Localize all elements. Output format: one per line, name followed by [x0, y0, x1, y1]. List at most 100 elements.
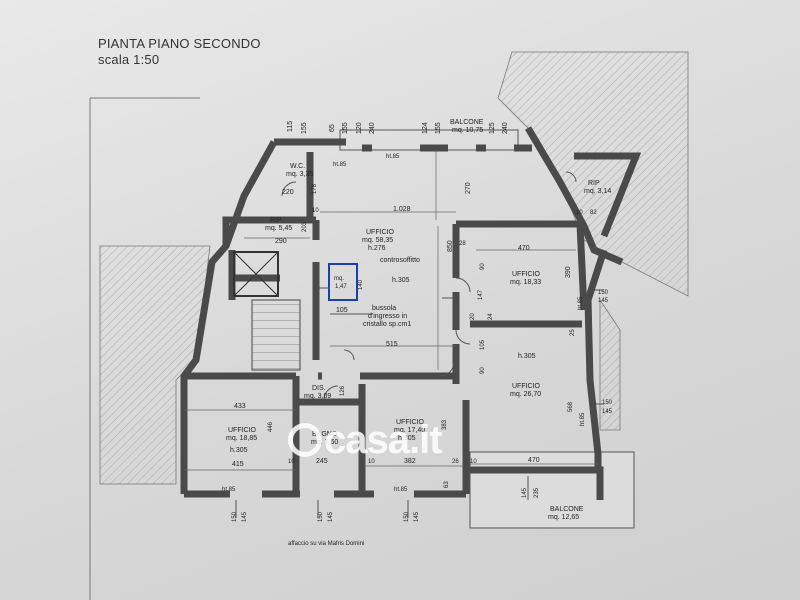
balcone-top-name: BALCONE [450, 119, 484, 126]
dim-850: 850 [447, 240, 454, 252]
dim-top-155a: 155 [301, 122, 308, 134]
bussola-line2: d'ingresso in [368, 313, 407, 320]
dim-470-bottom: 470 [528, 457, 540, 464]
dim-145-r2: 145 [602, 409, 613, 415]
dim-178: 178 [312, 183, 318, 194]
ufficio-center-height: h.305 [398, 435, 416, 442]
dim-25: 25 [570, 329, 576, 336]
casa-watermark: casa.it [288, 418, 443, 463]
dim-383: 383 [442, 419, 448, 430]
dim-top-125: 125 [489, 122, 496, 134]
ufficio-left-name: UFFICIO [228, 427, 257, 434]
dim-top-115: 115 [287, 121, 294, 132]
ht85-right: ht.85 [578, 296, 584, 310]
ht85-right2: ht.85 [580, 412, 586, 426]
dim-90a: 90 [480, 263, 486, 270]
dim-top-240a: 240 [369, 122, 376, 134]
bussola-line1: bussola [372, 305, 396, 312]
dim-1028: 1.028 [393, 206, 411, 213]
ufficio-rm-name: UFFICIO [512, 383, 541, 390]
plan-title: PIANTA PIANO SECONDO [98, 36, 261, 51]
ufficio-left-height: h.305 [230, 447, 248, 454]
dim-top-155c: 155 [435, 122, 442, 134]
dim-415: 415 [232, 461, 244, 468]
h305-right: h.305 [518, 353, 536, 360]
dim-203: 203 [302, 221, 308, 232]
ufficio-main-height: h.276 [368, 245, 386, 252]
dim-10e: 10 [576, 210, 583, 216]
dim-105: 105 [336, 307, 348, 314]
wc-area: mq. 3,35 [286, 171, 313, 178]
ht85-b: ht.85 [386, 154, 400, 160]
mq-small-name: mq. [334, 276, 344, 282]
balcone-bottom-name: BALCONE [550, 506, 584, 513]
balcone-bottom-area: mq. 12,65 [548, 514, 579, 521]
dis-name: DIS. [312, 385, 326, 392]
dim-bottom-150b: 150 [318, 511, 324, 522]
dim-382: 382 [404, 458, 416, 465]
balcone-top-area: mq. 10,75 [452, 127, 483, 134]
wc-name: W.C. [290, 163, 305, 170]
dim-24: 24 [488, 313, 494, 320]
dim-top-155b: 155 [342, 122, 349, 134]
footer-note: affaccio su via Mafris Domini [288, 541, 364, 547]
dim-235-bb: 235 [534, 487, 540, 498]
dim-515: 515 [386, 341, 398, 348]
dim-390: 390 [565, 266, 572, 278]
bagno-name: BAGNO [312, 431, 338, 438]
dim-150-r1: 150 [598, 290, 609, 296]
dim-433: 433 [234, 403, 246, 410]
ufficio-main-area: mq. 58,35 [362, 237, 393, 244]
stair-core [233, 251, 279, 297]
dim-10d: 10 [470, 459, 477, 465]
hatched-neighbour-right [599, 298, 621, 431]
dim-147: 147 [478, 289, 484, 300]
window-markers [235, 289, 604, 518]
ufficio-center-area: mq. 17,40 [394, 427, 425, 434]
walls [180, 126, 642, 500]
rip-right-area: mq. 3,14 [584, 188, 611, 195]
dim-220: 220 [282, 189, 294, 196]
ufficio-rm-area: mq. 26,70 [510, 391, 541, 398]
bussola-line3: cristallo sp.cm1 [363, 321, 411, 328]
dim-28: 28 [459, 241, 466, 247]
dim-bottom-150c: 150 [404, 511, 410, 522]
closet-highlight [328, 263, 358, 301]
dim-82: 82 [590, 210, 597, 216]
dim-bottom-145c: 145 [414, 511, 420, 522]
dim-top-65: 65 [329, 124, 336, 132]
balcony-bottom-outline [469, 451, 635, 529]
controsoffitto-label: controsoffitto [380, 257, 420, 264]
hatched-neighbour-left [99, 245, 211, 485]
dim-470-top: 470 [518, 245, 530, 252]
ufficio-center-name: UFFICIO [396, 419, 425, 426]
ht85-left: ht.85 [222, 487, 236, 493]
dim-top-124: 124 [422, 122, 429, 134]
dis-area: mq. 3,09 [304, 393, 331, 400]
dim-105b: 105 [480, 339, 486, 350]
hatched-neighbour-top-right [497, 51, 689, 297]
dim-270: 270 [465, 182, 472, 194]
dim-446: 446 [268, 421, 274, 432]
bagno-area: mq. 7,60 [311, 439, 338, 446]
h305-main: h.305 [392, 277, 410, 284]
door-swings [281, 171, 577, 401]
ufficio-left-area: mq. 18,85 [226, 435, 257, 442]
staircase [251, 299, 301, 371]
rip-right-name: RIP [588, 180, 600, 187]
dim-145-r1: 145 [598, 298, 609, 304]
dim-568: 568 [568, 401, 574, 412]
rip-left-name: RIP [270, 217, 282, 224]
mq-small-area: 1,47 [335, 284, 347, 290]
dim-140: 140 [358, 279, 364, 290]
ufficio-rt-area: mq. 18,33 [510, 279, 541, 286]
dimension-lines [184, 150, 598, 471]
ht85-a: ht.85 [333, 162, 347, 168]
dim-145-bb: 145 [522, 487, 528, 498]
ufficio-rt-name: UFFICIO [512, 271, 541, 278]
dim-top-120: 120 [356, 122, 363, 134]
rip-left-area: mq. 5,45 [265, 225, 292, 232]
dim-245: 245 [316, 458, 328, 465]
